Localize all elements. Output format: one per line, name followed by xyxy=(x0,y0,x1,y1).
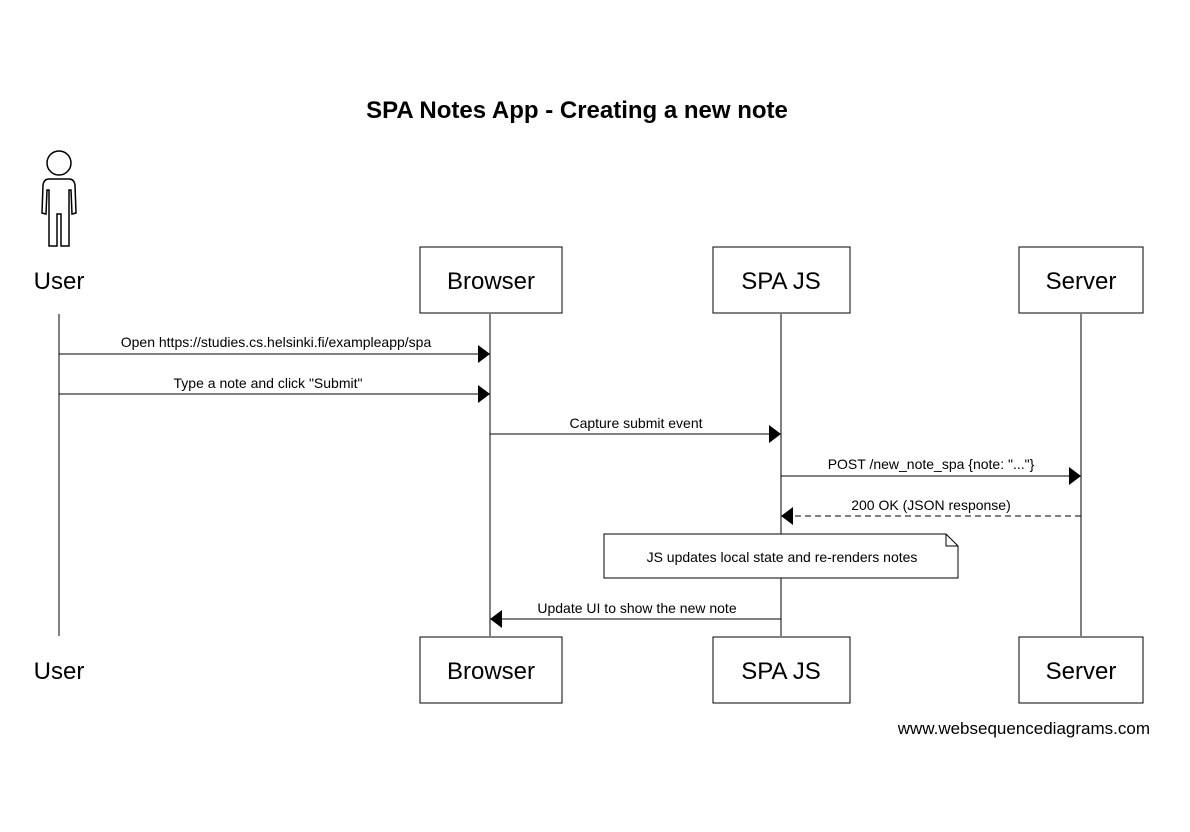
message-label: Update UI to show the new note xyxy=(537,600,736,616)
message-label: Type a note and click "Submit" xyxy=(174,375,363,391)
participant-label: Server xyxy=(1046,658,1117,685)
message-label: POST /new_note_spa {note: "..."} xyxy=(828,456,1035,472)
participant-spajs-bottom: SPA JS xyxy=(712,636,851,704)
participant-label: SPA JS xyxy=(741,658,821,685)
message-type-note: Type a note and click "Submit" xyxy=(59,375,490,403)
footer-watermark: www.websequencediagrams.com xyxy=(897,719,1150,738)
participant-user-top: User xyxy=(34,268,85,295)
note-js-updates: JS updates local state and re-renders no… xyxy=(603,533,959,579)
participant-label: Browser xyxy=(447,268,535,295)
participant-server-top: Server xyxy=(1018,246,1144,314)
message-label: Capture submit event xyxy=(569,415,702,431)
message-label: Open https://studies.cs.helsinki.fi/exam… xyxy=(121,334,432,350)
participant-spajs-top: SPA JS xyxy=(712,246,851,314)
participant-server-bottom: Server xyxy=(1018,636,1144,704)
message-200-ok: 200 OK (JSON response) xyxy=(781,497,1081,525)
diagram-title: SPA Notes App - Creating a new note xyxy=(366,97,788,124)
note-text: JS updates local state and re-renders no… xyxy=(647,549,918,565)
participant-label: Server xyxy=(1046,268,1117,295)
message-post-note: POST /new_note_spa {note: "..."} xyxy=(781,456,1081,485)
participant-browser-top: Browser xyxy=(419,246,563,314)
message-open-spa: Open https://studies.cs.helsinki.fi/exam… xyxy=(59,334,490,363)
participant-label: Browser xyxy=(447,658,535,685)
message-capture-submit: Capture submit event xyxy=(490,415,781,443)
participant-user-bottom: User xyxy=(34,658,85,685)
user-actor-icon xyxy=(41,150,77,247)
message-label: 200 OK (JSON response) xyxy=(851,497,1011,513)
message-update-ui: Update UI to show the new note xyxy=(490,600,781,628)
participant-browser-bottom: Browser xyxy=(419,636,563,704)
participant-label: SPA JS xyxy=(741,268,821,295)
